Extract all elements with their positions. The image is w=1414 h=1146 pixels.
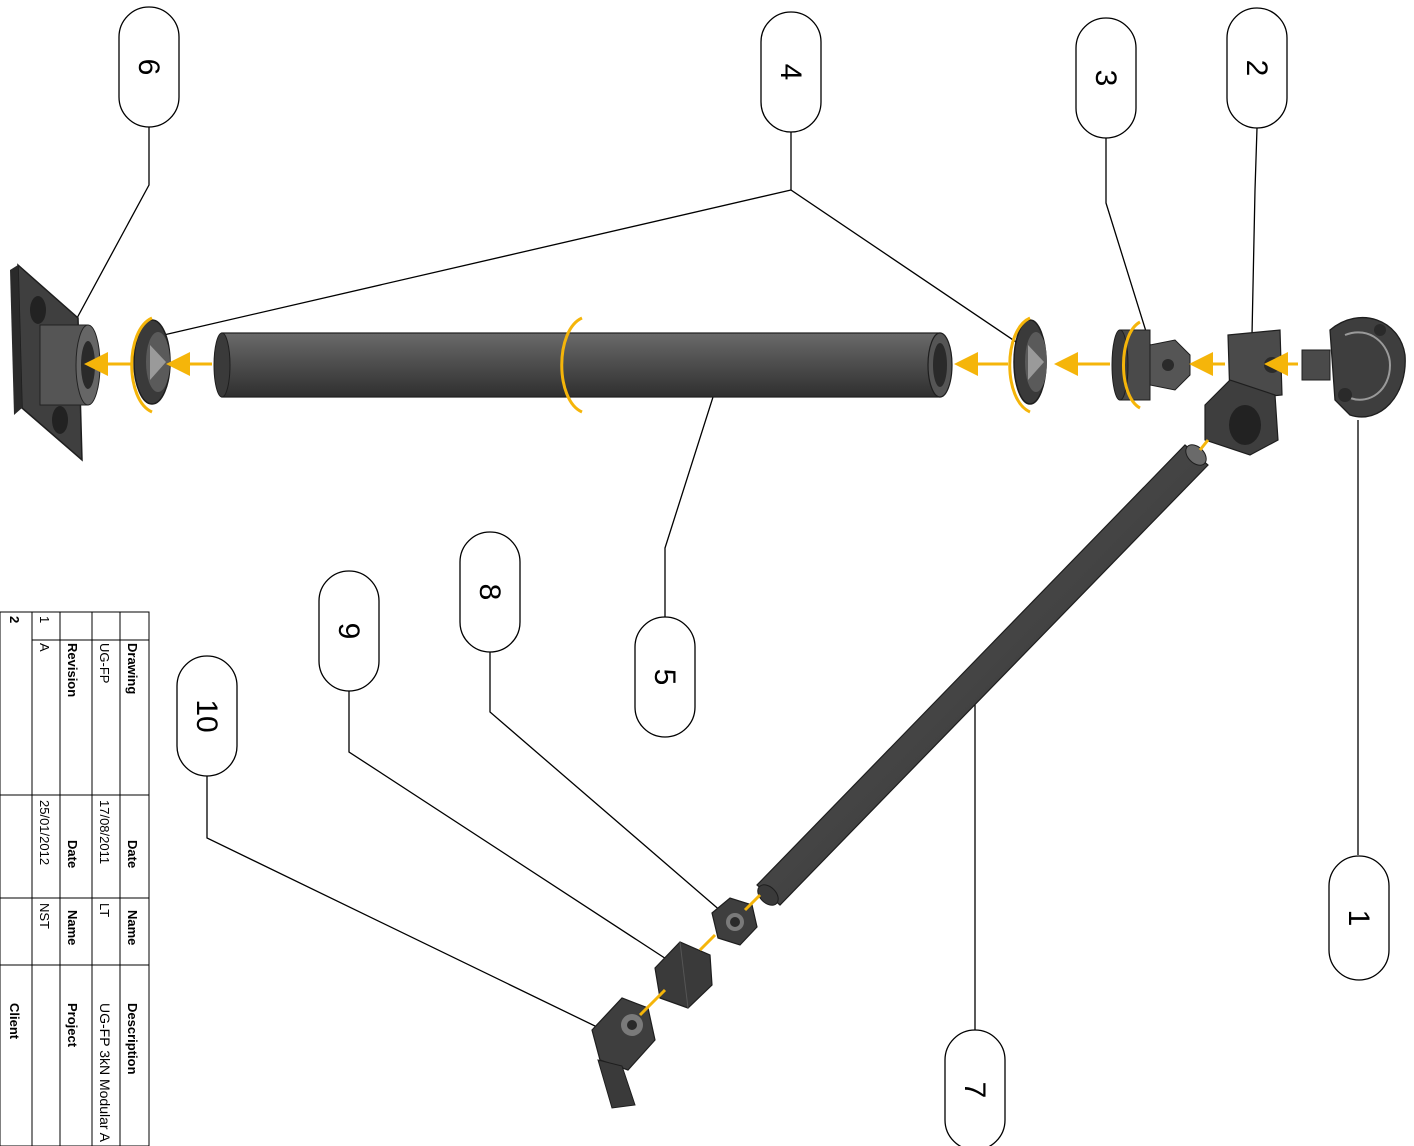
callout-8: 8	[459, 531, 521, 653]
callout-7: 7	[944, 1029, 1006, 1146]
arrow-10-to-9	[638, 988, 667, 1017]
rotation-arc-4-left	[130, 316, 153, 414]
tb-name-header: Name	[125, 910, 140, 945]
title-block	[0, 611, 150, 1146]
tb-rev1-letter: A	[37, 643, 52, 652]
callout-5: 5	[634, 616, 696, 738]
callout-9-label: 9	[332, 623, 365, 640]
callout-6: 6	[118, 6, 180, 128]
callout-5-label: 5	[648, 669, 681, 686]
rotation-arc-3	[1122, 320, 1141, 410]
callout-7-label: 7	[958, 1082, 991, 1099]
tb-name-value: LT	[97, 903, 112, 917]
tb-description-value: UG-FP 3kN Modular A	[97, 1003, 113, 1143]
callout-1: 1	[1328, 855, 1390, 981]
part-1-pipe-clamp	[1301, 316, 1406, 418]
callout-9: 9	[318, 570, 380, 692]
callout-2-label: 2	[1240, 60, 1273, 77]
tb-client-header: Client	[7, 1003, 22, 1040]
leader-lines	[49, 127, 1359, 1088]
part-9-coupler-nut	[654, 941, 713, 1009]
part-7-diagonal-rod	[756, 444, 1209, 906]
leader-10	[206, 776, 629, 1043]
callout-8-label: 8	[473, 584, 506, 601]
callout-4: 4	[760, 11, 822, 133]
assembly-arrows	[84, 316, 1298, 1017]
part-5-main-tube	[213, 332, 953, 398]
part-4-collar-left	[133, 319, 171, 405]
tb-drawing-header: Drawing	[125, 643, 140, 694]
leader-4b	[154, 189, 792, 338]
leader-6	[49, 127, 150, 369]
tb-rev-date-header: Date	[65, 840, 80, 868]
part-10-swivel-foot	[591, 997, 656, 1109]
callout-10-label: 10	[190, 699, 223, 732]
rotation-arc-5	[560, 316, 583, 414]
leader-4a	[790, 132, 1029, 351]
callout-1-label: 1	[1342, 910, 1375, 927]
tb-rev1-no: 1	[37, 616, 52, 623]
part-4-collar-right	[1013, 319, 1047, 405]
callout-4-label: 4	[774, 64, 807, 81]
tb-rev-name-header: Name	[65, 910, 80, 945]
arrow-2-to-7	[1198, 439, 1210, 451]
leader-3	[1105, 138, 1159, 371]
tb-rev2-no: 2	[7, 616, 22, 623]
callout-3: 3	[1075, 17, 1137, 139]
part-2-swivel-clamp	[1204, 329, 1283, 456]
callout-3-label: 3	[1089, 70, 1122, 87]
leader-9	[348, 690, 681, 969]
arrow-8-to-7	[743, 893, 762, 912]
tb-rev1-name: NST	[37, 903, 52, 929]
tb-drawing-value: UG-FP	[97, 643, 112, 683]
tb-description-header: Description	[125, 1003, 140, 1075]
tb-rev1-date: 25/01/2012	[37, 800, 52, 865]
tb-date-value: 17/08/2011	[97, 800, 112, 864]
tb-project-header: Project	[65, 1003, 80, 1048]
leader-2	[1251, 127, 1258, 336]
title-block-text: Drawing UG-FP Revision 1 A 2 Date 17/08/…	[7, 616, 140, 1143]
callout-2: 2	[1226, 7, 1288, 129]
callout-6-label: 6	[132, 59, 165, 76]
rotation-arc-4-right	[1008, 316, 1031, 414]
part-6-base-plate	[10, 263, 101, 462]
tb-date-header: Date	[125, 840, 140, 868]
arrow-9-to-8	[698, 933, 717, 952]
leader-8	[489, 652, 738, 926]
leader-5	[664, 374, 721, 617]
tb-revision-header: Revision	[65, 643, 80, 697]
callout-10: 10	[176, 655, 238, 777]
